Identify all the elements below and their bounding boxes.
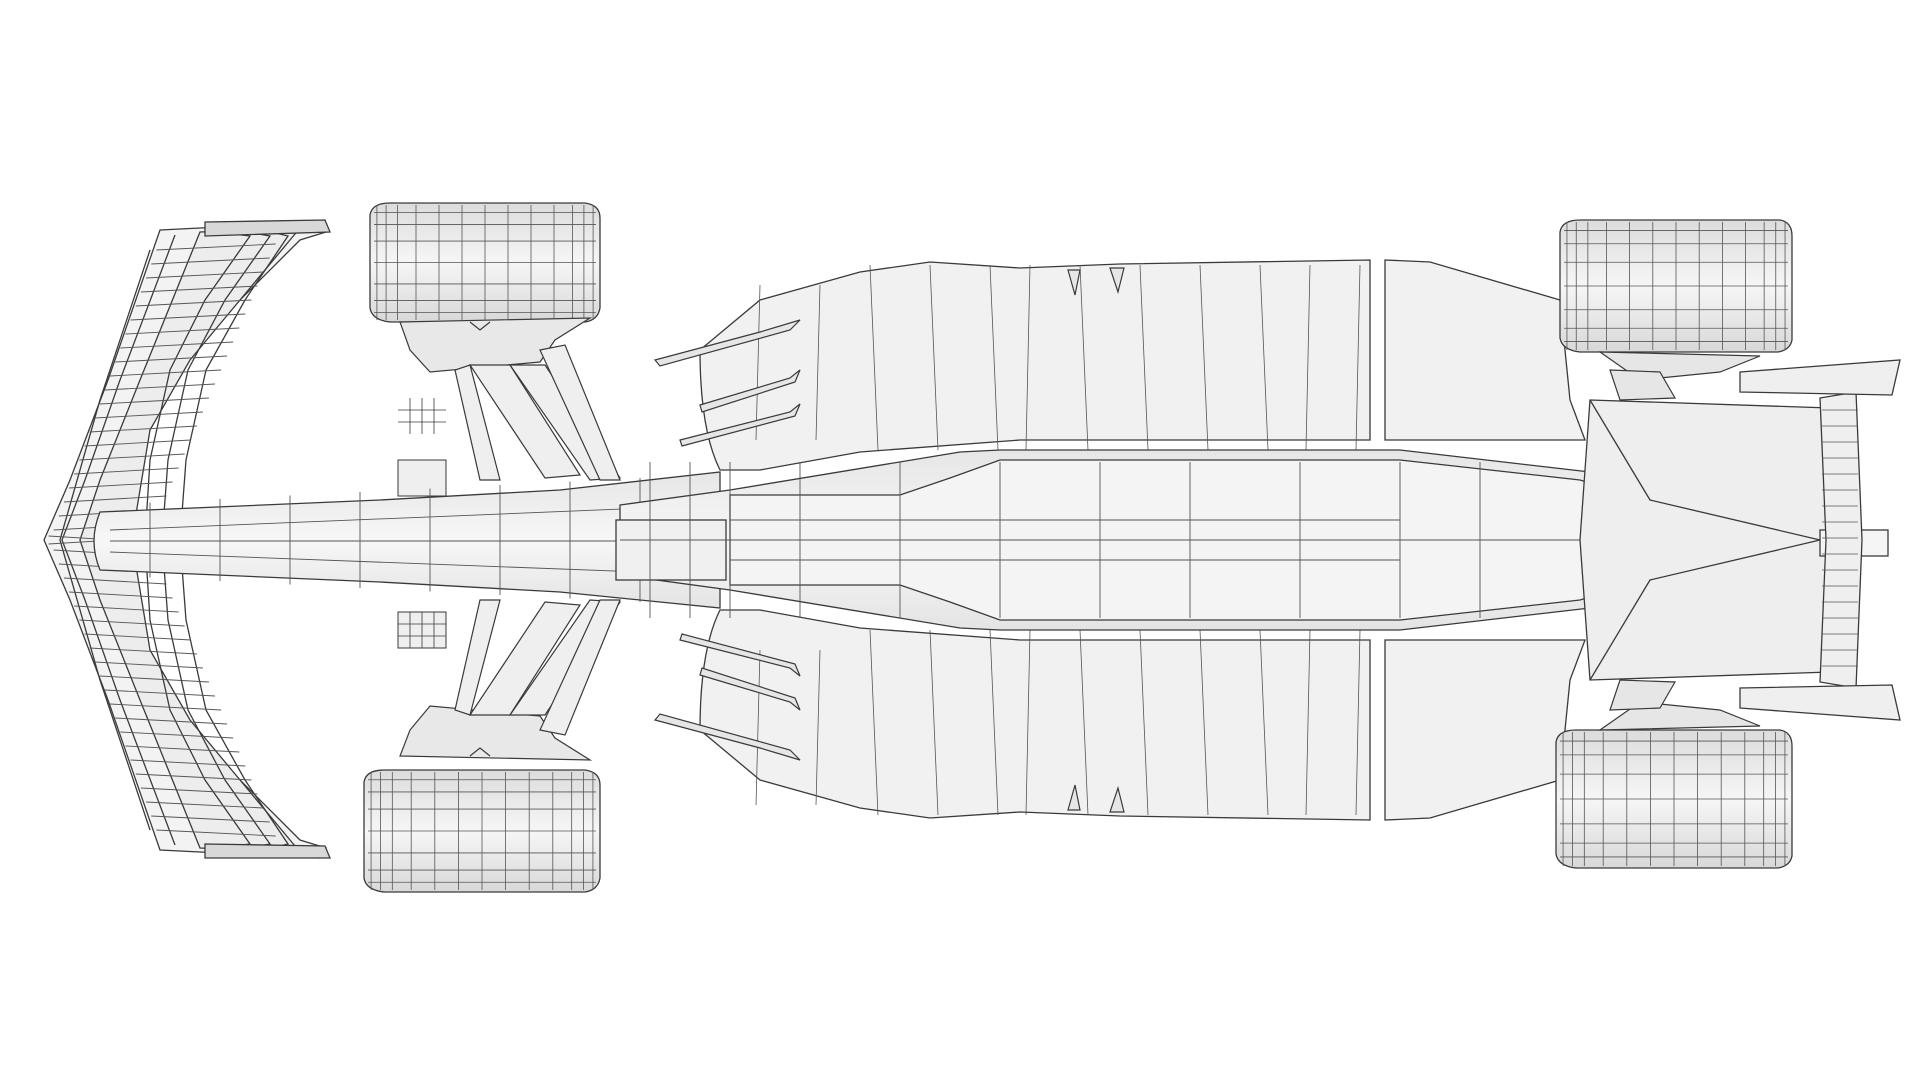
sidepod-left (699, 259, 1371, 471)
rear-wing (1739, 359, 1901, 721)
front-left-tire (369, 202, 601, 323)
steering-grid (397, 398, 447, 649)
sidepod-right (699, 609, 1371, 821)
front-right-tire (363, 769, 601, 893)
rear-uprights (1598, 351, 1761, 731)
front-uprights (399, 317, 593, 761)
front-suspension (454, 344, 622, 736)
central-chassis (615, 449, 1823, 631)
engine-cover-rear (1384, 259, 1586, 821)
rear-right-tire (1555, 729, 1793, 869)
nose (93, 471, 721, 609)
rear-left-tire (1559, 219, 1793, 353)
bargeboards (653, 267, 1125, 813)
